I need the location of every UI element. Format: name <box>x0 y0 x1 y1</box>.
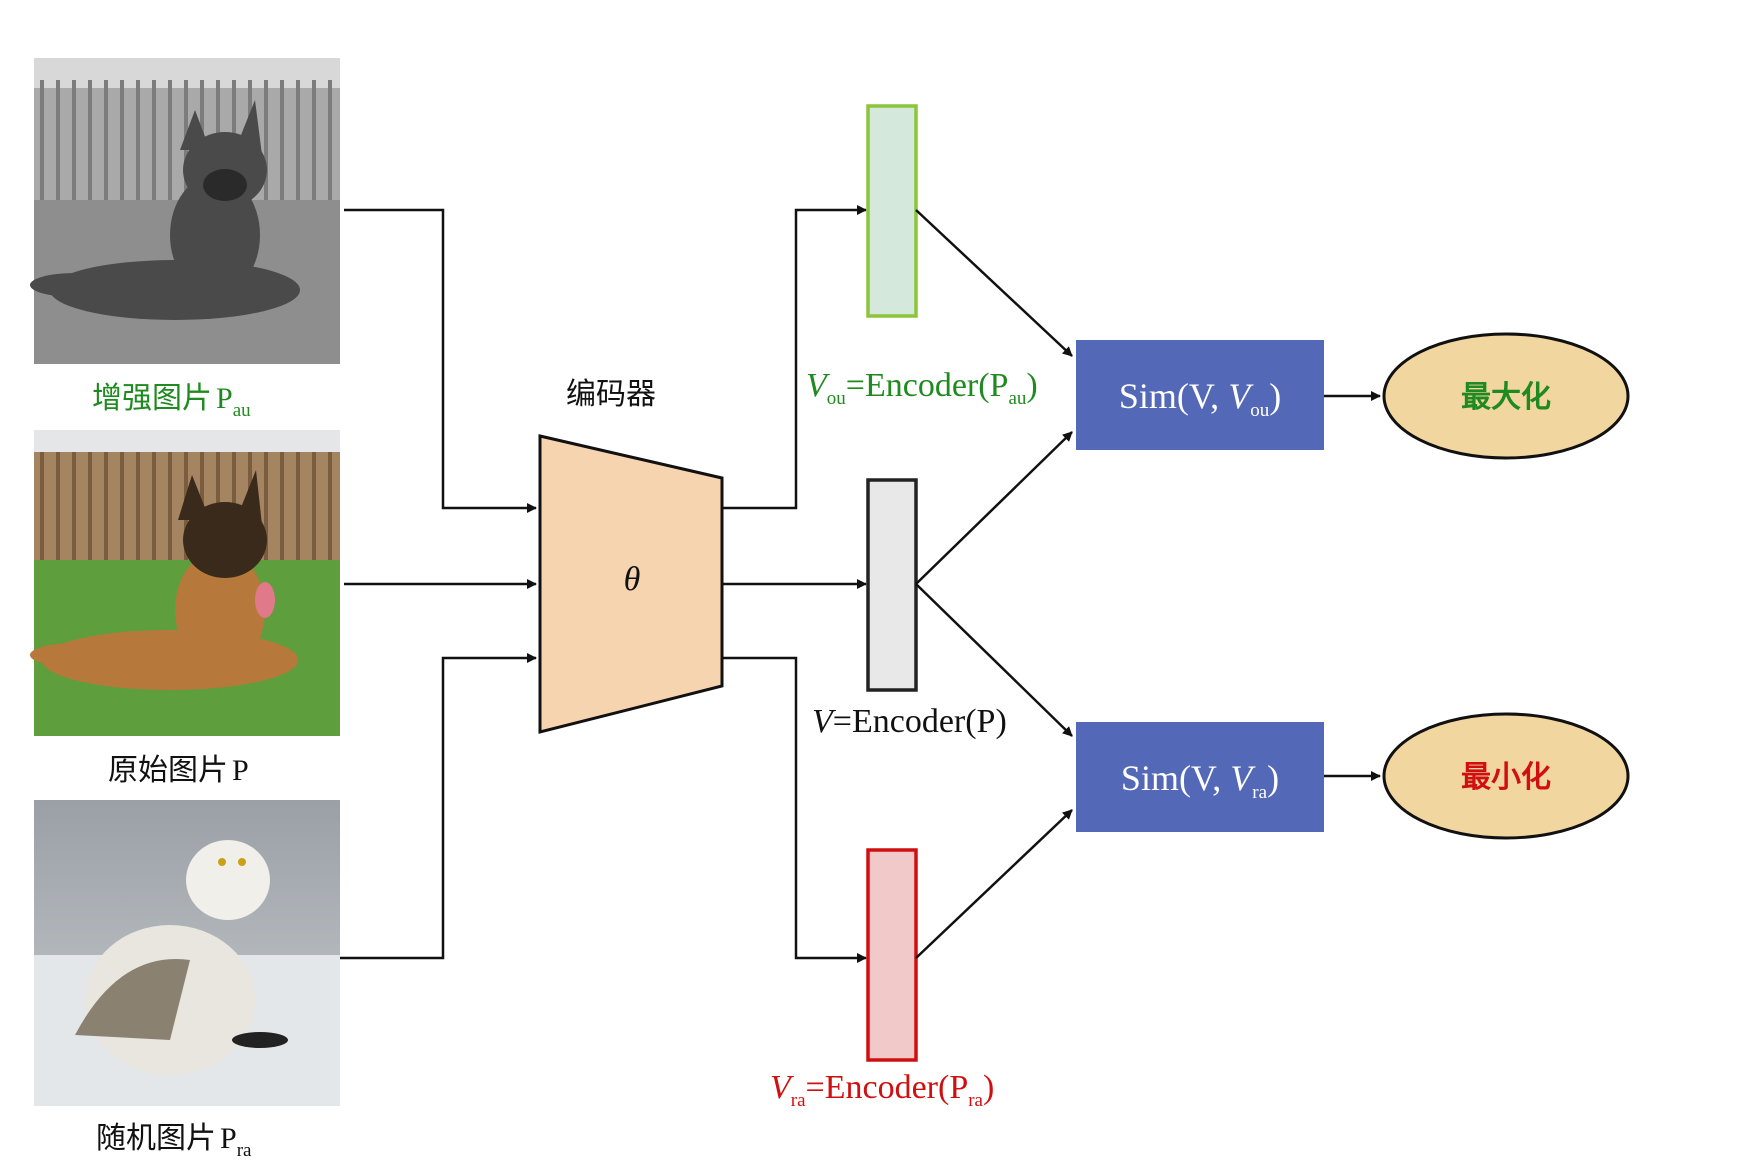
encoder-parameter: θ <box>624 561 641 598</box>
augmented-to-encoder-arrow <box>344 208 537 513</box>
similarity-au-label: Sim(V, Vou) <box>1119 376 1281 421</box>
augmented-image <box>30 58 340 364</box>
similarity-ra-label: Sim(V, Vra) <box>1121 758 1279 803</box>
v-to-sim-ra-arrow <box>915 583 1073 737</box>
v-to-sim-au-arrow <box>915 431 1073 585</box>
vector-v-ra <box>866 848 918 1062</box>
vector-v <box>866 478 918 692</box>
encoder-to-v-au-arrow <box>722 205 867 510</box>
similarity-box-au <box>1076 340 1324 450</box>
vector-v-au <box>866 104 918 318</box>
input-connectors <box>340 208 537 960</box>
encoder-output-connectors <box>722 205 867 963</box>
vector-v-ra-label: Vra=Encoder(Pra) <box>770 1069 994 1111</box>
vector-v-au-label: Vou=Encoder(Pau) <box>806 367 1038 409</box>
minimize-label: 最小化 <box>1461 760 1551 795</box>
encoder-title: 编码器 <box>566 377 656 412</box>
random-image <box>34 800 340 1106</box>
encoder-block <box>538 434 724 734</box>
v-ra-to-sim-ra-arrow <box>915 809 1073 959</box>
minimize-objective <box>1382 712 1630 840</box>
similarity-box-ra <box>1076 722 1324 832</box>
similarity-connectors <box>915 209 1073 959</box>
maximize-objective <box>1382 332 1630 460</box>
v-au-to-sim-au-arrow <box>915 209 1073 357</box>
encoder-to-v-ra-arrow <box>722 656 867 963</box>
original-image <box>30 430 340 736</box>
objective-connectors <box>1324 391 1381 781</box>
random-to-encoder-arrow <box>340 653 537 960</box>
vector-v-label: V=Encoder(P) <box>812 703 1007 740</box>
maximize-label: 最大化 <box>1461 380 1551 415</box>
